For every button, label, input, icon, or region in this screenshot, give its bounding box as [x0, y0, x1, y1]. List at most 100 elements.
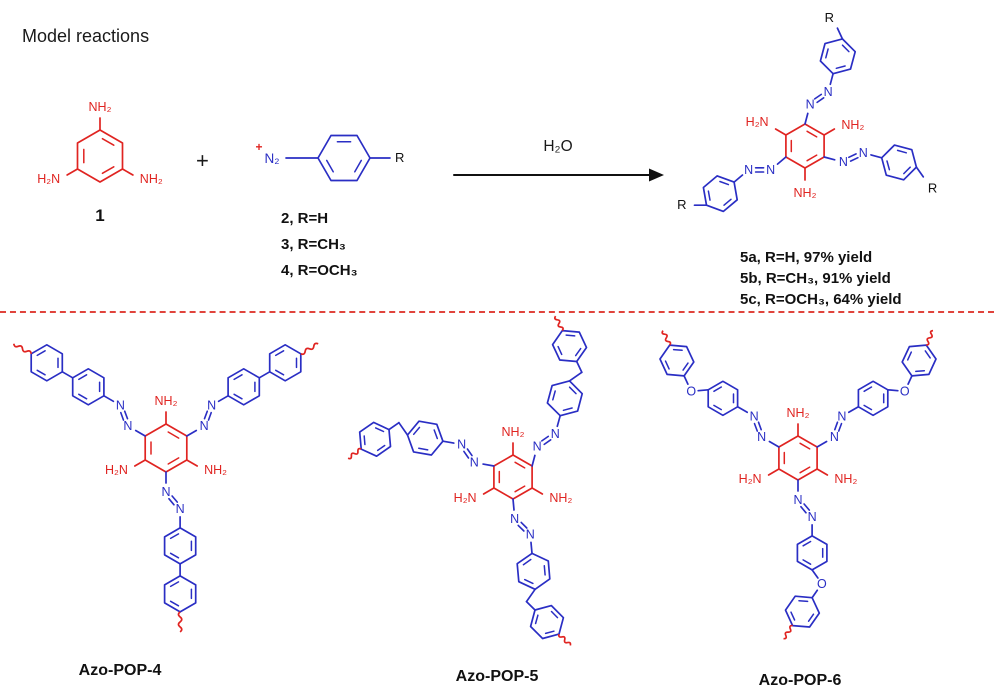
yield-line-5a: 5a, R=H, 97% yield	[740, 249, 873, 266]
benzene-ring	[268, 343, 302, 382]
polymer-continuation-squiggle	[177, 611, 183, 633]
benzene-ring	[784, 595, 821, 628]
bond	[168, 497, 175, 506]
bond	[103, 394, 115, 403]
amine-label: NH₂	[89, 100, 112, 114]
amine-label: H₂N	[105, 463, 128, 477]
polymer-continuation-squiggle	[12, 343, 33, 354]
bond	[185, 459, 199, 467]
azo-n-label: N	[837, 409, 846, 423]
bond	[907, 375, 913, 385]
azo-n-label: N	[533, 440, 542, 454]
bond	[915, 166, 925, 178]
bond	[544, 630, 555, 635]
benzene-ring	[551, 329, 588, 363]
azo-n-label: N	[123, 419, 132, 433]
yield-list: 5a, R=H, 97% yield 5b, R=CH₃, 91% yield …	[740, 247, 902, 310]
bond	[849, 156, 859, 162]
amine-label: NH₂	[841, 118, 864, 132]
bond	[36, 350, 46, 357]
bond	[123, 410, 129, 420]
bond	[274, 350, 285, 357]
benzene-ring	[796, 535, 828, 571]
azo-n-label: N	[526, 528, 535, 542]
amine-label: NH₂	[834, 472, 857, 486]
bond	[664, 360, 670, 370]
benzene-ring	[659, 344, 695, 377]
bond	[803, 503, 811, 511]
bond	[863, 386, 873, 393]
bond	[169, 600, 180, 607]
bond	[363, 435, 366, 446]
bond	[169, 552, 180, 559]
bond	[217, 394, 229, 403]
bond	[697, 388, 710, 392]
azo-n-label: N	[766, 163, 775, 177]
bond	[774, 128, 787, 136]
bond	[823, 156, 836, 161]
diazonium-structure: N₂+R	[255, 134, 404, 182]
amine-label: H₂N	[454, 491, 477, 505]
bond	[442, 440, 455, 444]
bond	[207, 411, 212, 421]
bond	[848, 153, 857, 159]
polymer-continuation-squiggle	[926, 329, 934, 346]
r-group-label: R	[677, 197, 686, 212]
bond	[816, 468, 829, 476]
bond	[886, 388, 899, 392]
amine-label: NH₂	[787, 406, 810, 420]
bond	[520, 521, 528, 529]
benzene-ring	[358, 421, 392, 458]
r-group-label: R	[395, 150, 404, 165]
compound-1-label: 1	[95, 206, 105, 225]
bond	[552, 390, 556, 401]
azo-n-label: N	[757, 430, 766, 444]
bond	[562, 407, 573, 412]
reaction-arrow	[453, 168, 664, 182]
bond	[767, 468, 780, 476]
benzene-ring	[76, 129, 124, 183]
bond	[522, 558, 532, 566]
bond	[433, 429, 439, 440]
bond	[870, 154, 883, 159]
bond	[517, 524, 525, 532]
bond	[101, 166, 115, 175]
bond	[398, 421, 409, 436]
bond	[388, 421, 400, 431]
condition-label: H₂O	[543, 138, 573, 155]
bond	[167, 431, 180, 439]
bond	[903, 166, 911, 175]
polymer-continuation-squiggle	[557, 633, 572, 646]
benzene-ring	[406, 420, 444, 456]
bond	[543, 565, 546, 576]
azo-n-label: N	[161, 485, 170, 499]
bond	[565, 334, 576, 337]
bond	[719, 180, 730, 186]
bond	[798, 599, 809, 603]
bond	[837, 422, 843, 432]
bond	[804, 112, 809, 125]
amine-label: NH₂	[155, 394, 178, 408]
azo-n-label: N	[859, 146, 868, 160]
polymer-name-azo-pop-4: Azo-POP-4	[78, 662, 162, 679]
bond	[171, 495, 179, 503]
bond	[847, 405, 860, 414]
reagent-option-2: 2, R=H	[281, 210, 329, 227]
bond	[374, 427, 385, 433]
bond	[66, 168, 79, 176]
yield-line-5b: 5b, R=CH₃, 91% yield	[740, 270, 891, 287]
scheme-title: Model reactions	[22, 26, 150, 46]
bond	[707, 190, 711, 201]
polymer-name-azo-pop-5: Azo-POP-5	[455, 668, 539, 685]
bond	[354, 159, 363, 173]
bond	[36, 369, 46, 376]
azo-n-label: N	[830, 430, 839, 444]
polymer-continuation-squiggle	[661, 330, 672, 346]
bond	[802, 559, 812, 565]
bond	[816, 97, 825, 104]
ether-o-label: O	[900, 384, 910, 398]
bond	[121, 168, 134, 176]
amine-label: H₂N	[746, 115, 769, 129]
bond	[713, 404, 723, 411]
